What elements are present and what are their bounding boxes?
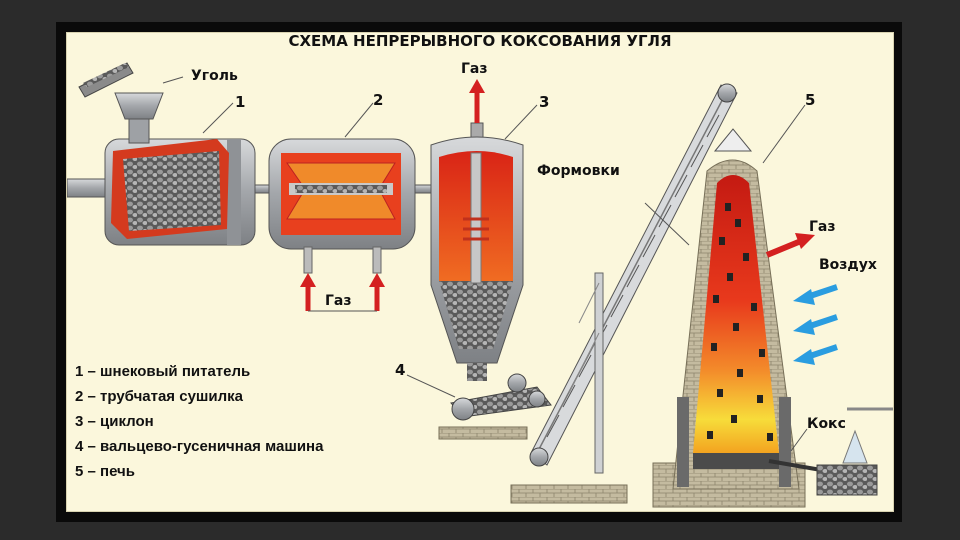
furnace-gas-arrow	[767, 233, 815, 255]
left-arrow-icon	[793, 289, 815, 305]
up-arrow-icon	[300, 273, 316, 287]
label-gas-top: Газ	[461, 61, 488, 77]
left-arrow-icon	[793, 319, 815, 335]
legend-item: 2 – трубчатая сушилка	[75, 384, 323, 409]
diagram-panel: СХЕМА НЕПРЕРЫВНОГО КОКСОВАНИЯ УГЛЯ	[66, 32, 894, 512]
legend-item: 1 – шнековый питатель	[75, 359, 323, 384]
coal-supply	[79, 63, 133, 97]
up-arrow-icon	[469, 79, 485, 93]
label-gas-bottom: Газ	[325, 293, 352, 309]
tubular-dryer	[269, 139, 415, 273]
left-arrow-icon	[793, 349, 815, 365]
up-arrow-icon	[369, 273, 385, 287]
gas-up-arrow	[469, 79, 485, 123]
dryer-connector	[415, 185, 433, 193]
label-coke: Кокс	[807, 416, 846, 432]
right-arrow-icon	[795, 233, 815, 249]
label-number-3: 3	[539, 93, 549, 111]
legend-item: 5 – печь	[75, 459, 323, 484]
label-gas-furnace: Газ	[809, 219, 836, 235]
roller-track-machine	[439, 374, 551, 439]
label-forms: Формовки	[537, 163, 620, 179]
legend-item: 3 – циклон	[75, 409, 323, 434]
legend: 1 – шнековый питатель 2 – трубчатая суши…	[75, 359, 323, 484]
legend-item: 4 – вальцево-гусеничная машина	[75, 434, 323, 459]
diagram-title: СХЕМА НЕПРЕРЫВНОГО КОКСОВАНИЯ УГЛЯ	[288, 33, 671, 50]
air-arrows	[793, 287, 837, 365]
label-number-5: 5	[805, 91, 815, 109]
screw-feeder	[67, 93, 255, 245]
label-number-2: 2	[373, 91, 383, 109]
label-air: Воздух	[819, 257, 877, 273]
label-coal: Уголь	[191, 68, 238, 84]
label-number-4: 4	[395, 361, 405, 379]
cyclone	[431, 123, 523, 381]
label-number-1: 1	[235, 93, 245, 111]
